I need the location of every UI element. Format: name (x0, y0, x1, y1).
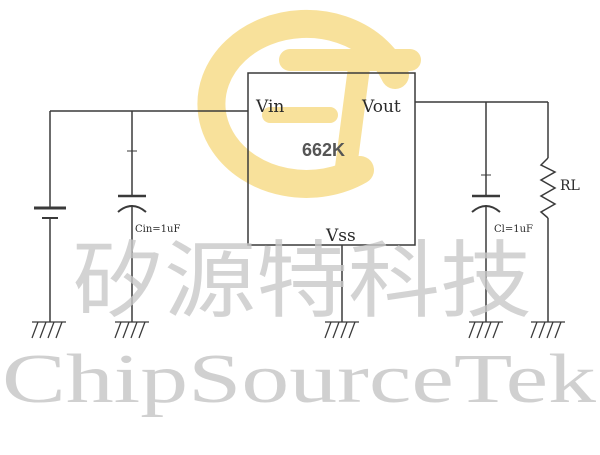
ground-symbols (31, 321, 565, 339)
gt-logo-watermark (197, 9, 421, 198)
watermark-english: ChipSourceTek (2, 341, 596, 418)
regulator-chip (247, 72, 416, 246)
battery-source (34, 111, 66, 322)
ground-icon (530, 321, 565, 339)
watermark-chinese: 矽源特科技 (72, 232, 532, 330)
load-resistor (539, 102, 557, 322)
pin-vin-label: Vin (255, 97, 284, 117)
cin-label: Cin=1uF (135, 224, 180, 235)
ground-icon (114, 321, 149, 339)
output-capacitor (471, 102, 501, 322)
pin-vout-label: Vout (361, 97, 401, 117)
pin-vss-label: Vss (325, 226, 356, 246)
cl-label: Cl=1uF (494, 224, 533, 235)
ground-icon (324, 321, 359, 339)
ground-icon (468, 321, 503, 339)
rl-label: RL (560, 178, 580, 194)
input-capacitor (117, 111, 147, 322)
ground-icon (31, 321, 66, 339)
chip-part-number: 662K (302, 140, 345, 160)
